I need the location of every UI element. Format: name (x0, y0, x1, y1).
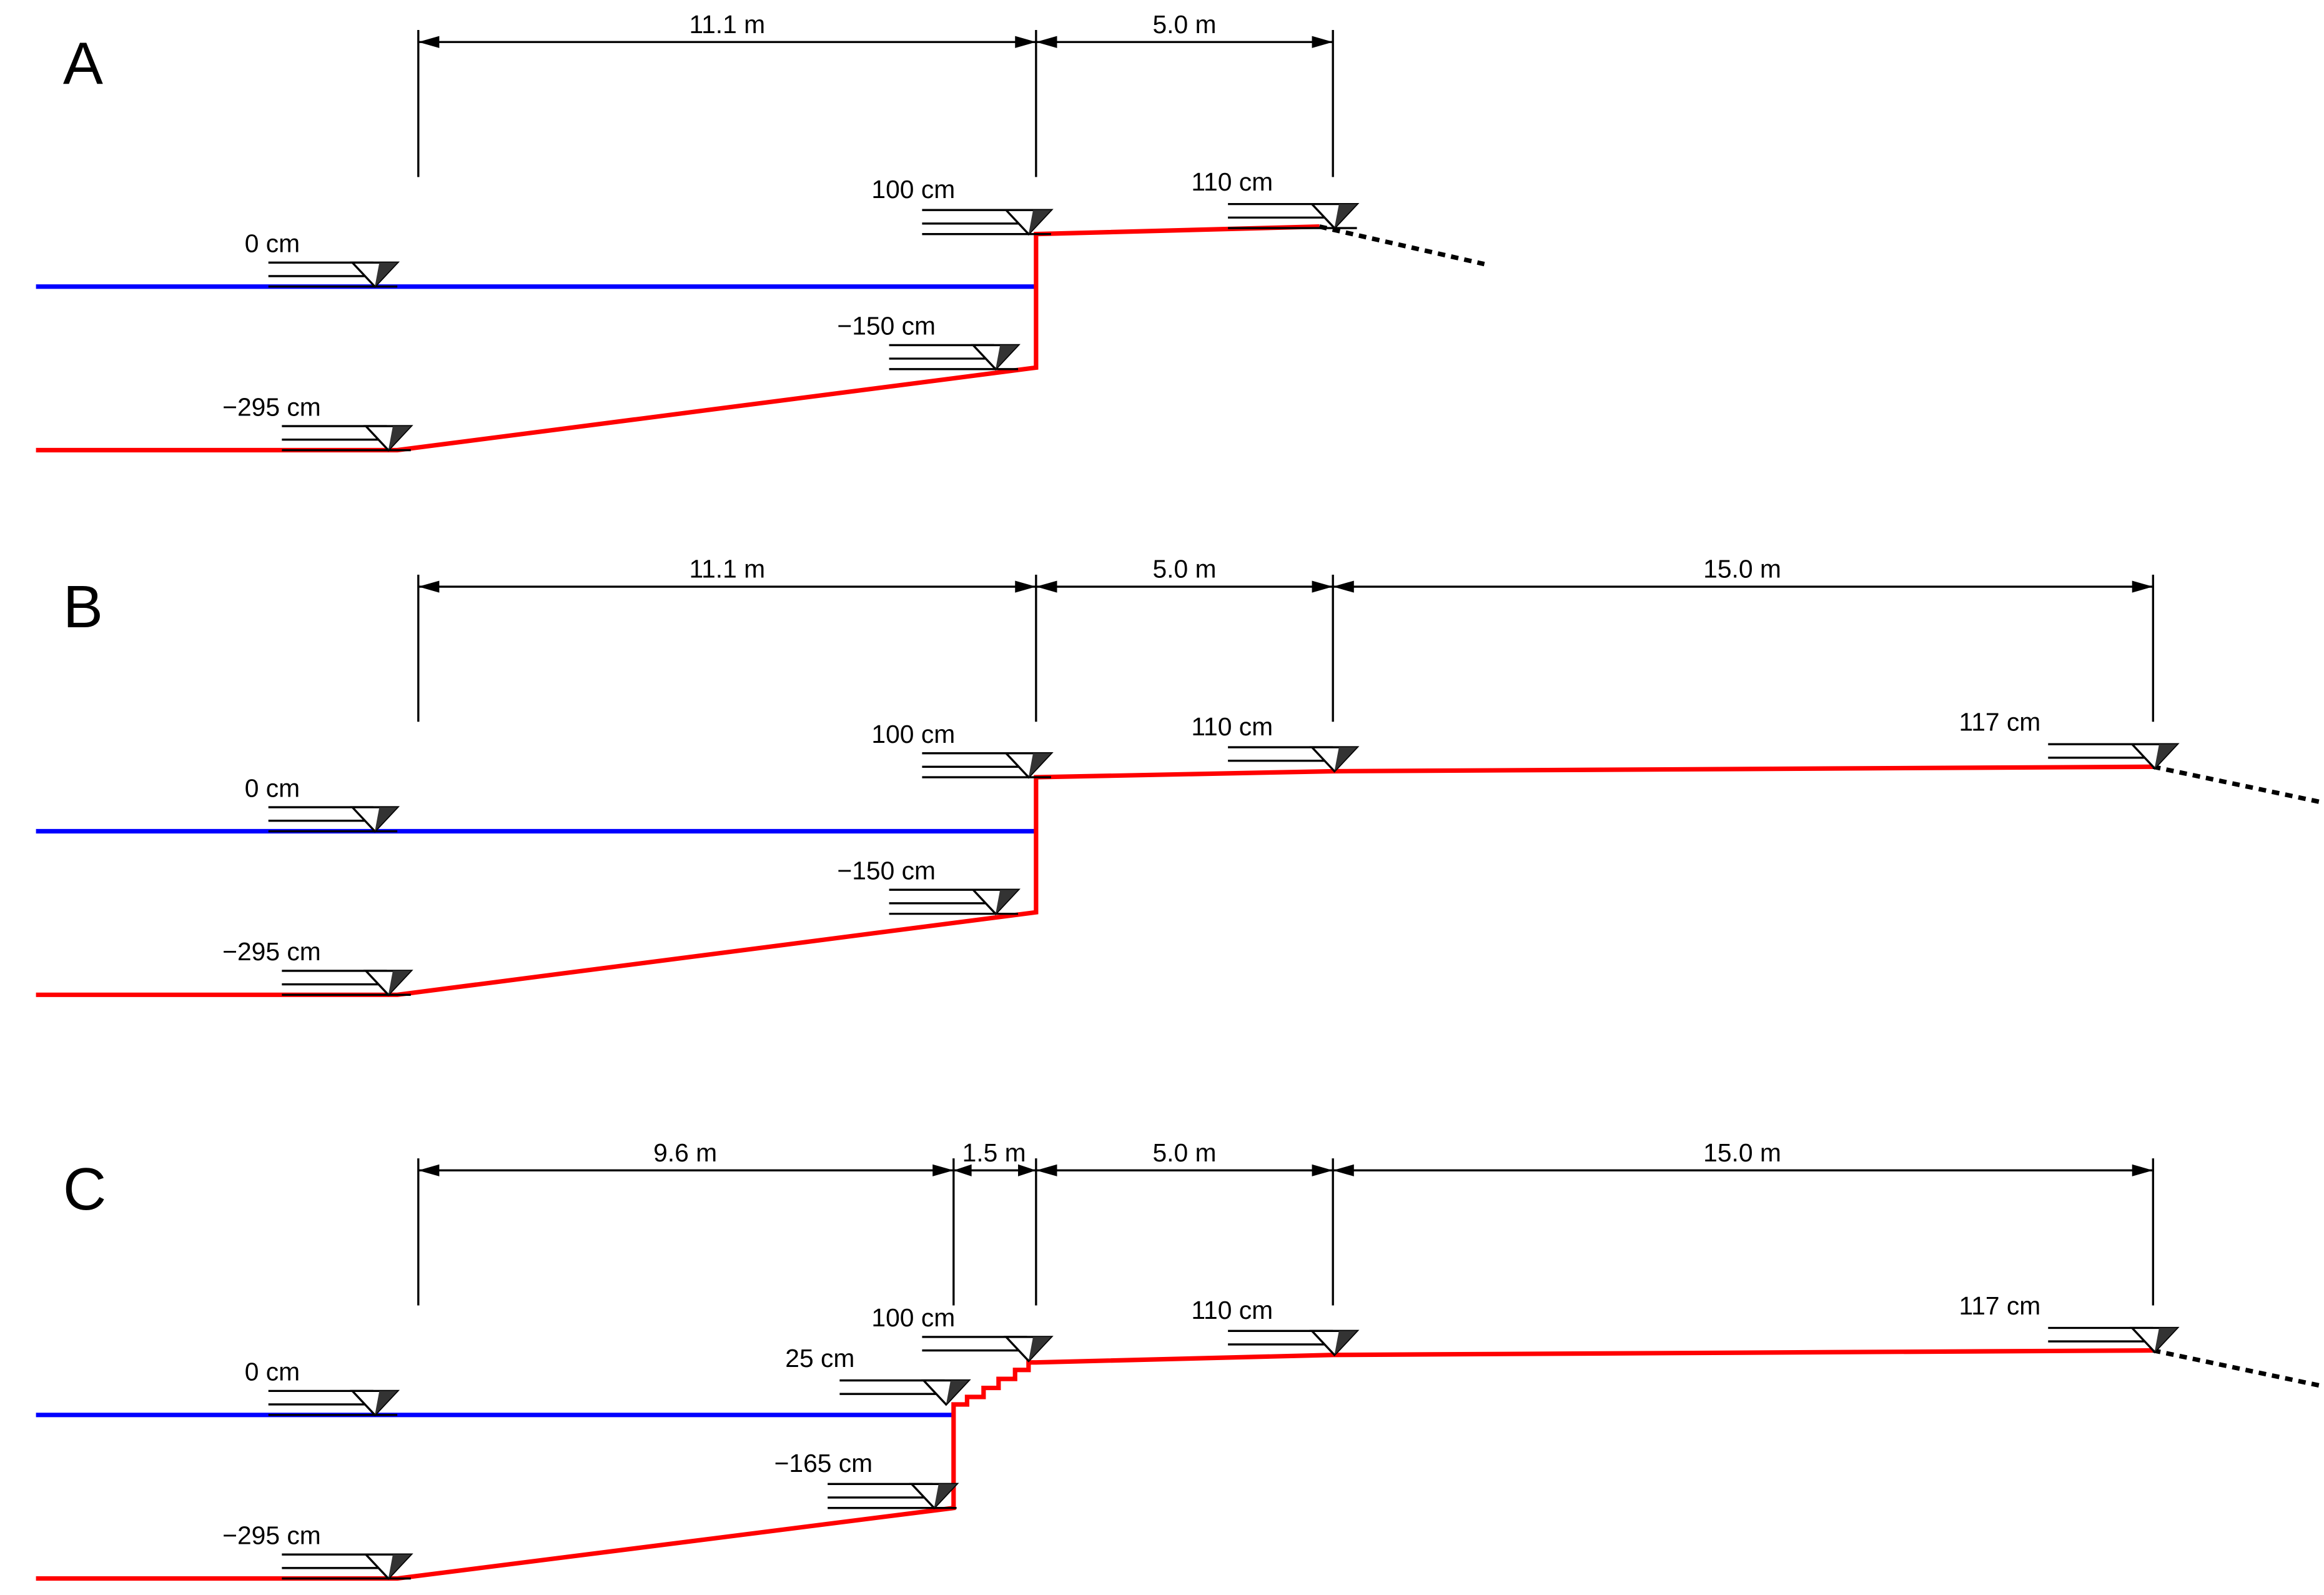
panel-label: A (63, 30, 103, 97)
svg-text:100 cm: 100 cm (871, 720, 955, 748)
svg-text:0 cm: 0 cm (245, 229, 300, 257)
svg-text:110 cm: 110 cm (1191, 1296, 1273, 1324)
bank-profile (36, 224, 1320, 453)
panel-label: C (63, 1156, 106, 1223)
dimension-label: 11.1 m (689, 10, 765, 39)
svg-text:−295 cm: −295 cm (222, 937, 321, 966)
dimension-label: 11.1 m (689, 555, 765, 584)
level-marker-water: 0 cm (245, 773, 398, 833)
panel-a: A 11.1 m 5.0 m 0 cm −295 cm (36, 10, 1485, 453)
panel-c: C 9.6 m 1.5 m 5.0 m 15.0 m 0 cm (36, 1138, 2324, 1581)
svg-text:100 cm: 100 cm (871, 175, 955, 204)
dimension-label: 15.0 m (1703, 1138, 1781, 1167)
level-marker-crest: 100 cm (871, 1303, 1052, 1363)
dimension-label: 1.5 m (962, 1138, 1026, 1167)
dimension-label: 9.6 m (653, 1138, 717, 1167)
level-marker-berm: 110 cm (1191, 167, 1358, 229)
svg-text:−150 cm: −150 cm (837, 856, 936, 885)
slope-continuation (2152, 764, 2324, 805)
svg-text:25 cm: 25 cm (785, 1344, 854, 1373)
panel-label: B (63, 574, 103, 640)
level-marker-toe: −165 cm (774, 1449, 958, 1509)
dimension-label: 5.0 m (1152, 10, 1216, 39)
level-marker-bed: −295 cm (222, 937, 412, 996)
level-marker-bed: −295 cm (222, 392, 412, 452)
dimension-label: 15.0 m (1703, 555, 1781, 584)
svg-text:0 cm: 0 cm (245, 1358, 300, 1386)
dimension-chain: 11.1 m 5.0 m 15.0 m (417, 555, 2155, 722)
svg-text:−295 cm: −295 cm (222, 392, 321, 421)
level-marker-berm: 110 cm (1191, 1296, 1358, 1356)
level-marker-crest: 100 cm (871, 720, 1052, 778)
level-marker-toe: −150 cm (837, 312, 1019, 370)
dimension-chain: 9.6 m 1.5 m 5.0 m 15.0 m (417, 1138, 2155, 1306)
slope-continuation (1318, 224, 1485, 267)
svg-text:117 cm: 117 cm (1959, 708, 2041, 737)
svg-text:110 cm: 110 cm (1191, 167, 1273, 196)
svg-text:−150 cm: −150 cm (837, 312, 936, 340)
dimension-label: 5.0 m (1152, 555, 1216, 584)
panel-b: B 11.1 m 5.0 m 15.0 m 0 cm −295 cm (36, 555, 2324, 997)
dimension-label: 5.0 m (1152, 1138, 1216, 1167)
level-marker-land: 117 cm (1959, 1291, 2178, 1353)
svg-text:−295 cm: −295 cm (222, 1521, 321, 1549)
level-marker-step: 25 cm (785, 1344, 970, 1406)
level-marker-berm: 110 cm (1191, 712, 1358, 773)
svg-text:110 cm: 110 cm (1191, 712, 1273, 741)
svg-text:0 cm: 0 cm (245, 773, 300, 802)
level-marker-water: 0 cm (245, 1358, 398, 1416)
level-marker-toe: −150 cm (837, 856, 1019, 915)
bank-profile (36, 764, 2153, 997)
level-marker-crest: 100 cm (871, 175, 1052, 236)
level-marker-water: 0 cm (245, 229, 398, 288)
dimension-chain: 11.1 m 5.0 m (417, 10, 1334, 177)
svg-text:100 cm: 100 cm (871, 1303, 955, 1332)
svg-text:−165 cm: −165 cm (774, 1449, 873, 1478)
bank-profile (36, 1348, 2153, 1581)
svg-text:117 cm: 117 cm (1959, 1291, 2041, 1320)
level-marker-land: 117 cm (1959, 708, 2178, 770)
slope-continuation (2152, 1348, 2324, 1389)
level-marker-bed: −295 cm (222, 1521, 412, 1580)
